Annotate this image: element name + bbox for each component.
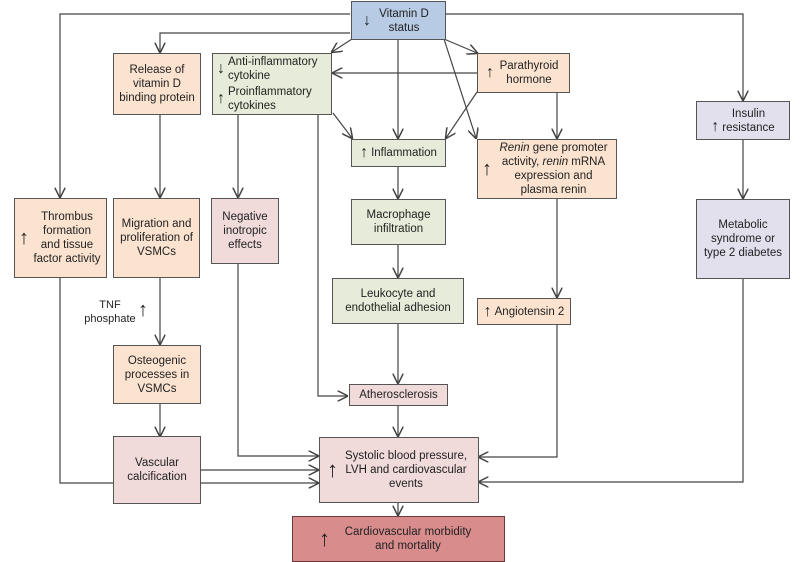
arrow-up-icon: ↑: [327, 457, 338, 482]
node-cytokines: ↓ Anti-inflammatory cytokine ↑ Proinflam…: [212, 53, 332, 115]
node-cv-morbidity-mortality: ↑ Cardiovascular morbidity and mortality: [292, 516, 505, 562]
node-macrophage: Macrophage infiltration: [351, 199, 446, 245]
node-label-line2: resistance: [722, 121, 775, 134]
node-systolic-bp: ↑ Systolic blood pressure, LVH and cardi…: [319, 437, 479, 503]
renin-italic-1: Renin: [499, 142, 530, 154]
arrow-up-icon: ↑: [482, 158, 492, 180]
arrow-up-icon: ↑: [217, 90, 225, 107]
node-label: Migration and proliferation of VSMCs: [120, 218, 193, 258]
node-leukocyte-adhesion: Leukocyte and endothelial adhesion: [332, 278, 464, 324]
arrow-up-icon: ↑: [319, 526, 330, 551]
node-angiotensin-2: ↑ Angiotensin 2: [477, 298, 571, 325]
node-atherosclerosis: Atherosclerosis: [349, 384, 448, 406]
arrow-down-icon: ↓: [217, 60, 225, 77]
arrow-down-icon: ↓: [363, 11, 371, 29]
arrow-up-icon: ↑: [19, 227, 29, 249]
arrow-up-icon: ↑: [138, 299, 148, 321]
node-thrombus: ↑ Thrombus formation and tissue factor a…: [14, 198, 107, 278]
link-vitd-cytokines: [332, 38, 353, 52]
link-angiotensin-systolic: [479, 324, 558, 457]
node-vitamin-d-status: ↓ Vitamin D status: [351, 1, 446, 40]
node-label: Renin gene promoter activity, renin mRNA…: [495, 141, 612, 197]
node-label-line1: Insulin: [731, 107, 766, 120]
link-vitd-renin: [443, 38, 476, 138]
arrow-up-icon: ↑: [483, 302, 492, 320]
renin-text-2: mRNA expression and plasma renin: [514, 156, 606, 196]
node-inflammation: ↑ Inflammation: [351, 139, 446, 167]
node-label: Negative inotropic effects: [222, 211, 268, 251]
link-vitd-vdbp: [160, 32, 350, 52]
node-renin: ↑ Renin gene promoter activity, renin mR…: [477, 139, 617, 199]
arrow-up-icon: ↑: [711, 118, 720, 135]
node-label: Osteogenic processes in VSMCs: [124, 354, 190, 395]
renin-text-1: gene promoter activity,: [501, 142, 608, 168]
tnf-label: TNF phosphate: [84, 299, 136, 325]
node-label: Metabolic syndrome or type 2 diabetes: [703, 219, 782, 259]
link-thrombus-systolic: [59, 278, 113, 484]
node-label: Cardiovascular morbidity and mortality: [344, 526, 472, 552]
node-label: Vitamin D status: [379, 7, 429, 34]
node-label: Systolic blood pressure, LVH and cardiov…: [344, 450, 468, 490]
link-vitd-insulin: [445, 13, 743, 100]
link-pth-inflammation: [446, 91, 478, 138]
node-label: Leukocyte and endothelial adhesion: [345, 288, 451, 314]
node-label: Macrophage infiltration: [366, 209, 431, 235]
node-release-vdbp: Release of vitamin D binding protein: [113, 53, 201, 115]
node-label: Release of vitamin D binding protein: [119, 64, 195, 104]
node-parathyroid-hormone: ↑ Parathyroid hormone: [477, 53, 570, 93]
link-metabolic-systolic: [479, 278, 744, 482]
node-label: Vascular calcification: [127, 457, 187, 483]
node-migration-proliferation: Migration and proliferation of VSMCs: [113, 198, 200, 278]
renin-italic-2: renin: [542, 156, 569, 168]
node-label: Atherosclerosis: [359, 389, 438, 401]
link-inotropic-systolic: [237, 264, 318, 456]
node-negative-inotropic: Negative inotropic effects: [211, 198, 279, 264]
proinflammatory-label: Proinflammatory cytokines: [228, 86, 312, 112]
node-label: Parathyroid hormone: [499, 60, 559, 86]
node-metabolic-syndrome: Metabolic syndrome or type 2 diabetes: [696, 199, 790, 279]
anti-inflammatory-label: Anti-inflammatory cytokine: [228, 56, 318, 82]
node-insulin-resistance: ↑ Insulin resistance: [696, 101, 790, 140]
label-tnf-phosphate: TNF phosphate: [80, 298, 140, 326]
node-label: Thrombus formation and tissue factor act…: [33, 211, 101, 265]
link-cytokines-athero: [317, 114, 347, 396]
node-osteogenic: Osteogenic processes in VSMCs: [113, 345, 201, 404]
node-label: Inflammation: [371, 147, 437, 159]
node-label: Angiotensin 2: [494, 305, 565, 318]
link-vitd-thrombus: [60, 13, 350, 197]
arrow-up-icon: ↑: [360, 144, 369, 161]
link-cytokines-inflammation: [332, 112, 352, 138]
arrow-up-icon: ↑: [486, 64, 494, 81]
link-vitd-pth: [443, 38, 477, 53]
node-vascular-calcification: Vascular calcification: [113, 436, 201, 504]
